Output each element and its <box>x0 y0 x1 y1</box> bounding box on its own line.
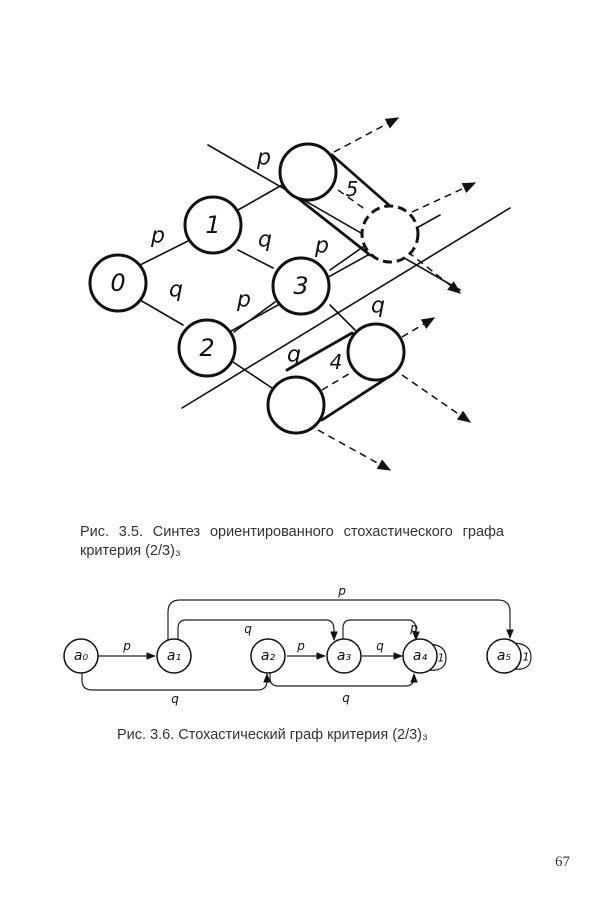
node-a2-label: a₂ <box>261 648 276 664</box>
edge-label-a2-a3: p <box>296 639 305 653</box>
edge-2-3 <box>233 301 276 333</box>
edge-a0-a2 <box>81 672 271 691</box>
figure-3-6: a₀ a₁ a₂ a₃ a₄ a₅ p q q p p q q p 1 1 <box>63 584 532 706</box>
node-a0-label: a₀ <box>74 648 89 664</box>
edge-label-p-2-3: p <box>236 288 251 313</box>
edge-0-2 <box>139 299 184 326</box>
edge-label-a1-a5: p <box>337 584 346 598</box>
node-a3 <box>326 638 362 674</box>
node-1-label: 1 <box>205 211 220 239</box>
merge-band-4-a <box>285 331 354 372</box>
edge-label-q-1-3: q <box>258 228 272 253</box>
edge-label-a3-a4: q <box>376 639 384 653</box>
arrow-top-1 <box>333 117 400 153</box>
edge-0-1 <box>139 239 191 266</box>
node-4-bottom <box>266 375 326 435</box>
edge-a1-a5 <box>167 599 514 640</box>
node-a5 <box>486 638 522 674</box>
node-5-top <box>278 142 338 202</box>
merge-band-4-b <box>320 374 392 422</box>
node-4-label: 4 <box>330 350 343 374</box>
node-a4 <box>402 638 438 674</box>
node-5-label: 5 <box>346 177 359 201</box>
figure-3-5: 0 1 2 3 4 5 p q p q p p q q <box>88 117 511 471</box>
node-a1 <box>156 638 192 674</box>
edge-a3-a4-top <box>342 619 420 641</box>
arrow-mid-1 <box>407 251 462 294</box>
merge-band-5-a <box>330 153 400 215</box>
node-a1-label: a₁ <box>167 648 181 664</box>
node-2-label: 2 <box>199 334 214 362</box>
arrow-right-up <box>401 317 436 338</box>
node-a2 <box>250 638 286 674</box>
loop-label-a5: 1 <box>523 651 530 664</box>
figure-3-5-caption-line2: критерия (2/3)₃ <box>80 543 181 559</box>
node-a3-label: a₃ <box>337 648 352 664</box>
node-3 <box>271 256 331 316</box>
edge-a2-a4 <box>269 672 418 687</box>
edge-1-3 <box>237 249 274 269</box>
edge-label-a1-a3: q <box>244 622 252 636</box>
node-a5-label: a₅ <box>497 648 512 664</box>
edge-label-a0-a2: q <box>171 692 179 706</box>
node-0-label: 0 <box>110 269 125 297</box>
node-0 <box>88 253 148 313</box>
edge-label-q-0-2: q <box>169 278 183 303</box>
merge-dash-5 <box>337 189 367 211</box>
node-a0 <box>63 638 99 674</box>
edge-3-up <box>329 241 371 271</box>
node-4-top <box>346 322 406 382</box>
figure-3-5-caption: Рис. 3.5. Синтез ориентированного стохас… <box>80 523 504 561</box>
node-5-bottom <box>360 204 420 264</box>
edge-label-a3-a4-top: p <box>409 621 418 635</box>
loop-a5 <box>511 642 532 670</box>
merge-dash-4 <box>321 371 353 391</box>
node-1 <box>183 195 243 255</box>
separator-line-3 <box>181 207 511 409</box>
arrow-top-2 <box>411 182 477 213</box>
arrow-mid-2 <box>401 374 472 423</box>
figure-3-5-caption-line1: Рис. 3.5. Синтез ориентированного стохас… <box>80 524 504 540</box>
edge-label-a2-a4: q <box>342 691 350 705</box>
edge-label-p-1-up: p <box>256 146 271 171</box>
edge-label-a0-a1: p <box>122 639 131 653</box>
edge-label-p-3-up: p <box>314 234 329 259</box>
page-number: 67 <box>555 854 570 870</box>
node-2 <box>177 318 237 378</box>
edge-label-q-2-down: q <box>287 343 301 368</box>
edge-a1-a3 <box>177 619 338 641</box>
node-3-label: 3 <box>293 272 308 300</box>
edge-3-down <box>329 304 356 331</box>
figure-3-6-caption: Рис. 3.6. Стохастический граф критерия (… <box>117 727 428 743</box>
merge-band-5-b <box>288 190 372 257</box>
node-a4-label: a₄ <box>413 648 428 664</box>
loop-a4 <box>426 643 447 671</box>
edge-label-q-3-down: q <box>371 294 385 319</box>
edge-1-up <box>237 184 283 211</box>
arrow-bottom-1 <box>317 429 392 471</box>
separator-line-1 <box>207 144 461 291</box>
edge-label-p-0-1: p <box>150 224 165 249</box>
loop-label-a4: 1 <box>438 652 445 665</box>
edge-2-down <box>229 359 273 389</box>
